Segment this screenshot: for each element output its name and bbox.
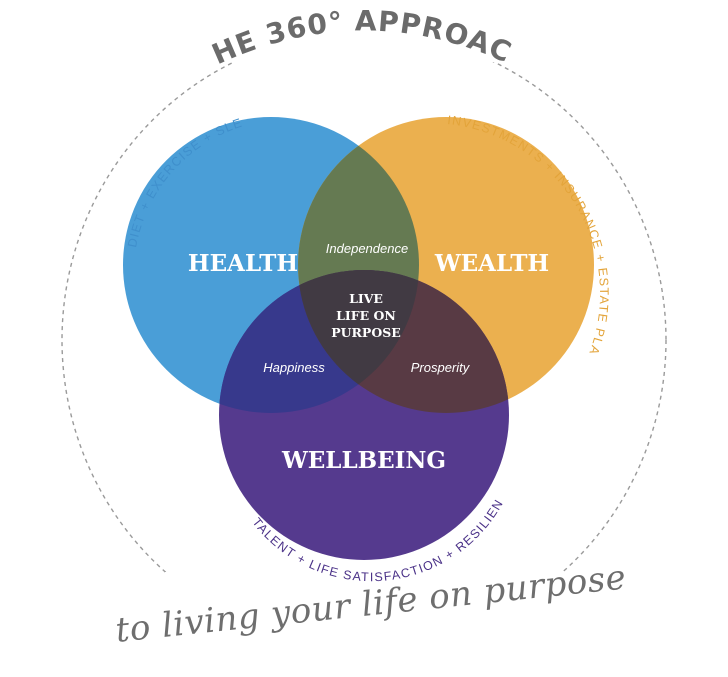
wealth-wellbeing-overlap: [298, 270, 509, 413]
happiness-label: Happiness: [263, 360, 325, 375]
wellbeing-label: WELLBEING: [281, 447, 446, 474]
prosperity-label: Prosperity: [411, 360, 471, 375]
health-wellbeing-overlap: [219, 270, 419, 413]
wealth-label: WEALTH: [434, 250, 549, 277]
center-line-1: LIVE: [349, 291, 383, 306]
health-label: HEALTH: [188, 250, 298, 277]
center-line-2: LIFE ON: [336, 308, 396, 323]
dashed-ring: [61, 31, 667, 649]
independence-label: Independence: [326, 241, 408, 256]
center-line-3: PURPOSE: [331, 325, 401, 340]
